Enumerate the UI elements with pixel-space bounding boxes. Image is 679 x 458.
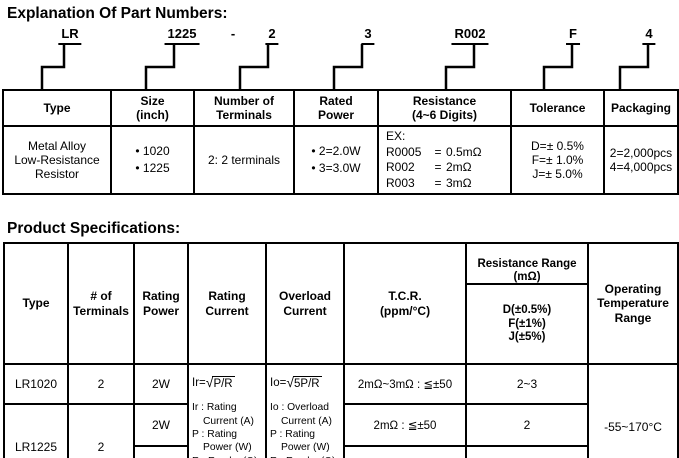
t2-cell-rating-current: Ir=√P/R Ir : Rating Current (A) P : Rati… <box>187 363 267 458</box>
spec-row-lr1225-3w: 3W 2mΩ : ≦±50 2 <box>4 445 678 458</box>
radical-sign: √ <box>286 374 294 391</box>
part-number-segment-size: 1225 <box>164 26 200 45</box>
t1-cell-packaging: 2=2,000pcs 4=4,000pcs <box>603 124 679 196</box>
t1-cell-type: Metal Alloy Low-Resistance Resistor <box>2 124 112 196</box>
size-option: 1020 <box>135 143 170 160</box>
t2-cell-tcr: 2mΩ~3mΩ : ≦±50 <box>343 363 467 406</box>
part-number-connector-lines <box>40 44 650 90</box>
resistance-range-tolerances: D(±0.5%) F(±1%) J(±5%) <box>502 304 552 343</box>
resistance-example-prefix: EX: <box>386 129 406 143</box>
size-option: 1225 <box>135 160 170 177</box>
t2-header-rating-current: Rating Current <box>187 241 267 366</box>
t1-cell-resistance: EX: R0005 = 0.5mΩ R002 = 2mΩ R003 = 3mΩ <box>377 124 512 196</box>
t2-cell-type: LR1225 <box>3 403 69 458</box>
t2-cell-power: 2W <box>133 363 189 406</box>
specs-title: Product Specifications: <box>7 220 181 237</box>
t1-header-terminals: Number of Terminals <box>193 89 295 127</box>
radical-sign: √ <box>205 374 214 391</box>
part-table-header-row: Type Size (inch) Number of Terminals Rat… <box>2 89 679 127</box>
part-number-segment-terminals: 2 <box>265 26 279 45</box>
rating-current-legend: Ir : Rating Current (A) P : Rating Power… <box>192 402 258 458</box>
t2-cell-power: 2W <box>133 403 189 448</box>
t1-header-packaging: Packaging <box>603 89 679 127</box>
t2-cell-range: 2~3 <box>465 363 589 406</box>
t1-header-power: Rated Power <box>293 89 379 127</box>
part-number-segment-type: LR <box>58 26 82 45</box>
t2-header-overload-current: Overload Current <box>265 241 345 366</box>
spec-row-lr1020: LR1020 2 2W Ir=√P/R Ir : Rating Current … <box>3 363 679 458</box>
t2-cell-tcr: 2mΩ : ≦±50 <box>343 403 467 448</box>
spec-row-lr1225-2w: LR1225 2 2W 2mΩ : ≦±50 2 <box>3 403 678 458</box>
part-number-segment-packaging: 4 <box>642 26 656 45</box>
t1-cell-tolerance: D=± 0.5% F=± 1.0% J=± 5.0% <box>510 124 605 196</box>
t2-header-resistance-range: Resistance Range (mΩ) D(±0.5%) F(±1%) J(… <box>465 241 589 366</box>
t2-cell-terminals: 2 <box>67 363 135 406</box>
t2-cell-range: 2 <box>465 403 589 448</box>
part-number-separator: - <box>230 26 236 41</box>
spec-table-header-row: Type # of Terminals Rating Power Rating … <box>3 241 679 366</box>
resistance-example: R002 = 2mΩ <box>386 160 472 175</box>
t1-cell-terminals: 2: 2 terminals <box>193 124 295 196</box>
part-number-segment-power: 3 <box>361 26 375 45</box>
part-numbers-title: Explanation Of Part Numbers: <box>7 5 228 22</box>
t2-cell-overload-current: Io=√5P/R Io : Overload Current (A) P : R… <box>265 363 345 458</box>
part-number-segment-resistance: R002 <box>451 26 489 45</box>
resistance-example: R003 = 3mΩ <box>386 175 472 190</box>
t1-header-tolerance: Tolerance <box>510 89 605 127</box>
t2-cell-range: 2 <box>465 445 589 458</box>
power-option: 3=3.0W <box>311 160 361 177</box>
resistance-example: R0005 = 0.5mΩ <box>386 144 482 159</box>
t1-header-type: Type <box>2 89 112 127</box>
t2-cell-tcr: 2mΩ : ≦±50 <box>343 445 467 458</box>
t2-header-op-temp: Operating Temperature Range <box>587 241 679 366</box>
part-table-data-row: Metal Alloy Low-Resistance Resistor 1020… <box>2 124 679 196</box>
t1-header-size: Size (inch) <box>110 89 195 127</box>
t2-cell-terminals: 2 <box>67 403 135 458</box>
product-specifications-table: Type # of Terminals Rating Power Rating … <box>3 241 679 458</box>
t2-cell-type: LR1020 <box>3 363 69 406</box>
resistance-range-label: Resistance Range (mΩ) <box>467 258 587 286</box>
t2-cell-power: 3W <box>133 445 189 458</box>
t2-header-terminals: # of Terminals <box>67 241 135 366</box>
rating-current-formula: Ir=√P/R <box>192 374 235 391</box>
part-number-segment-tolerance: F <box>566 26 580 45</box>
power-option: 2=2.0W <box>311 143 361 160</box>
t2-cell-op-temp: -55~170°C <box>587 363 679 458</box>
overload-current-formula: Io=√5P/R <box>270 374 322 391</box>
t1-header-resistance: Resistance (4~6 Digits) <box>377 89 512 127</box>
t1-cell-power: 2=2.0W 3=3.0W <box>293 124 379 196</box>
t2-header-tcr: T.C.R. (ppm/°C) <box>343 241 467 366</box>
t2-header-rating-power: Rating Power <box>133 241 189 366</box>
t2-header-type: Type <box>3 241 69 366</box>
t1-cell-size: 1020 1225 <box>110 124 195 196</box>
overload-current-legend: Io : Overload Current (A) P : Rating Pow… <box>270 402 336 458</box>
part-number-table: Type Size (inch) Number of Terminals Rat… <box>2 89 679 196</box>
